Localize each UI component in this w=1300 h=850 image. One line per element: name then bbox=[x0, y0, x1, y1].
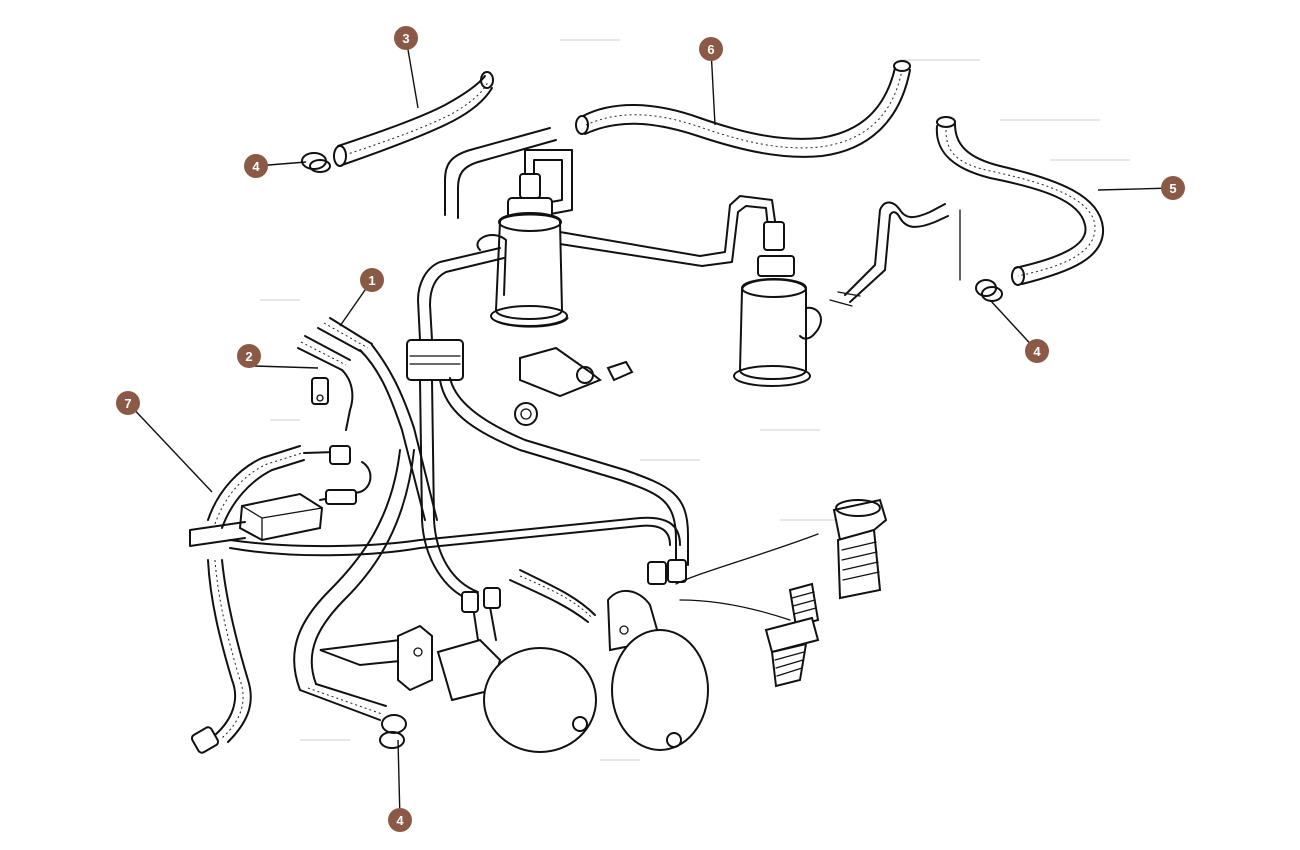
fitting-union-upper bbox=[832, 498, 888, 600]
callout-4-right-circle bbox=[1025, 339, 1049, 363]
callout-6-label: 6 bbox=[707, 42, 714, 57]
hose-large-loop bbox=[293, 449, 415, 721]
fitting-union-lower bbox=[764, 582, 820, 688]
callout-3-circle bbox=[394, 26, 418, 50]
callout-4-bottom-circle bbox=[388, 808, 412, 832]
fuel-lines-main-bundle bbox=[417, 247, 689, 601]
callout-2-circle bbox=[237, 344, 261, 368]
callout-3-label: 3 bbox=[402, 31, 409, 46]
callout-2-label: 2 bbox=[245, 349, 252, 364]
line-clip-block bbox=[406, 339, 464, 381]
callout-2: 2 bbox=[237, 344, 261, 368]
fuel-filter-right bbox=[509, 533, 819, 751]
callout-4-top: 4 bbox=[244, 154, 268, 178]
callout-1-label: 1 bbox=[368, 273, 375, 288]
callout-1: 1 bbox=[360, 268, 384, 292]
callout-1-circle bbox=[360, 268, 384, 292]
callout-5-label: 5 bbox=[1169, 181, 1176, 196]
callout-4-right-label: 4 bbox=[1033, 344, 1041, 359]
callout-5: 5 bbox=[1161, 176, 1185, 200]
callout-7: 7 bbox=[116, 391, 140, 415]
callout-4-bottom: 4 bbox=[388, 808, 412, 832]
callout-7-label: 7 bbox=[124, 396, 131, 411]
mounting-bracket bbox=[514, 346, 634, 426]
callout-4-bottom-label: 4 bbox=[396, 813, 404, 828]
fuel-filter-left bbox=[319, 587, 597, 753]
hose-3 bbox=[333, 71, 494, 167]
callout-6-circle bbox=[699, 37, 723, 61]
callout-4-top-circle bbox=[244, 154, 268, 178]
hose-1 bbox=[317, 317, 438, 521]
fuel-pump-upper-right bbox=[733, 221, 861, 387]
clamp-4-bottom bbox=[379, 714, 407, 749]
callout-5-circle bbox=[1161, 176, 1185, 200]
clamp-4-top bbox=[301, 152, 331, 173]
background-artifacts bbox=[260, 39, 1130, 761]
distribution-block bbox=[189, 461, 372, 547]
callout-3: 3 bbox=[394, 26, 418, 50]
callout-4-right: 4 bbox=[1025, 339, 1049, 363]
callout-6: 6 bbox=[699, 37, 723, 61]
callout-leaders bbox=[127, 37, 1174, 821]
hose-7 bbox=[190, 445, 351, 754]
callout-7-circle bbox=[116, 391, 140, 415]
return-line-lower bbox=[229, 516, 681, 557]
clamp-4-right bbox=[959, 209, 1003, 302]
fuel-lines-upper bbox=[444, 127, 949, 303]
hose-2 bbox=[297, 335, 354, 431]
callout-4-top-label: 4 bbox=[252, 159, 260, 174]
hose-6 bbox=[575, 60, 911, 158]
fuel-pump-upper-left bbox=[476, 173, 569, 328]
hose-5 bbox=[935, 116, 1105, 286]
